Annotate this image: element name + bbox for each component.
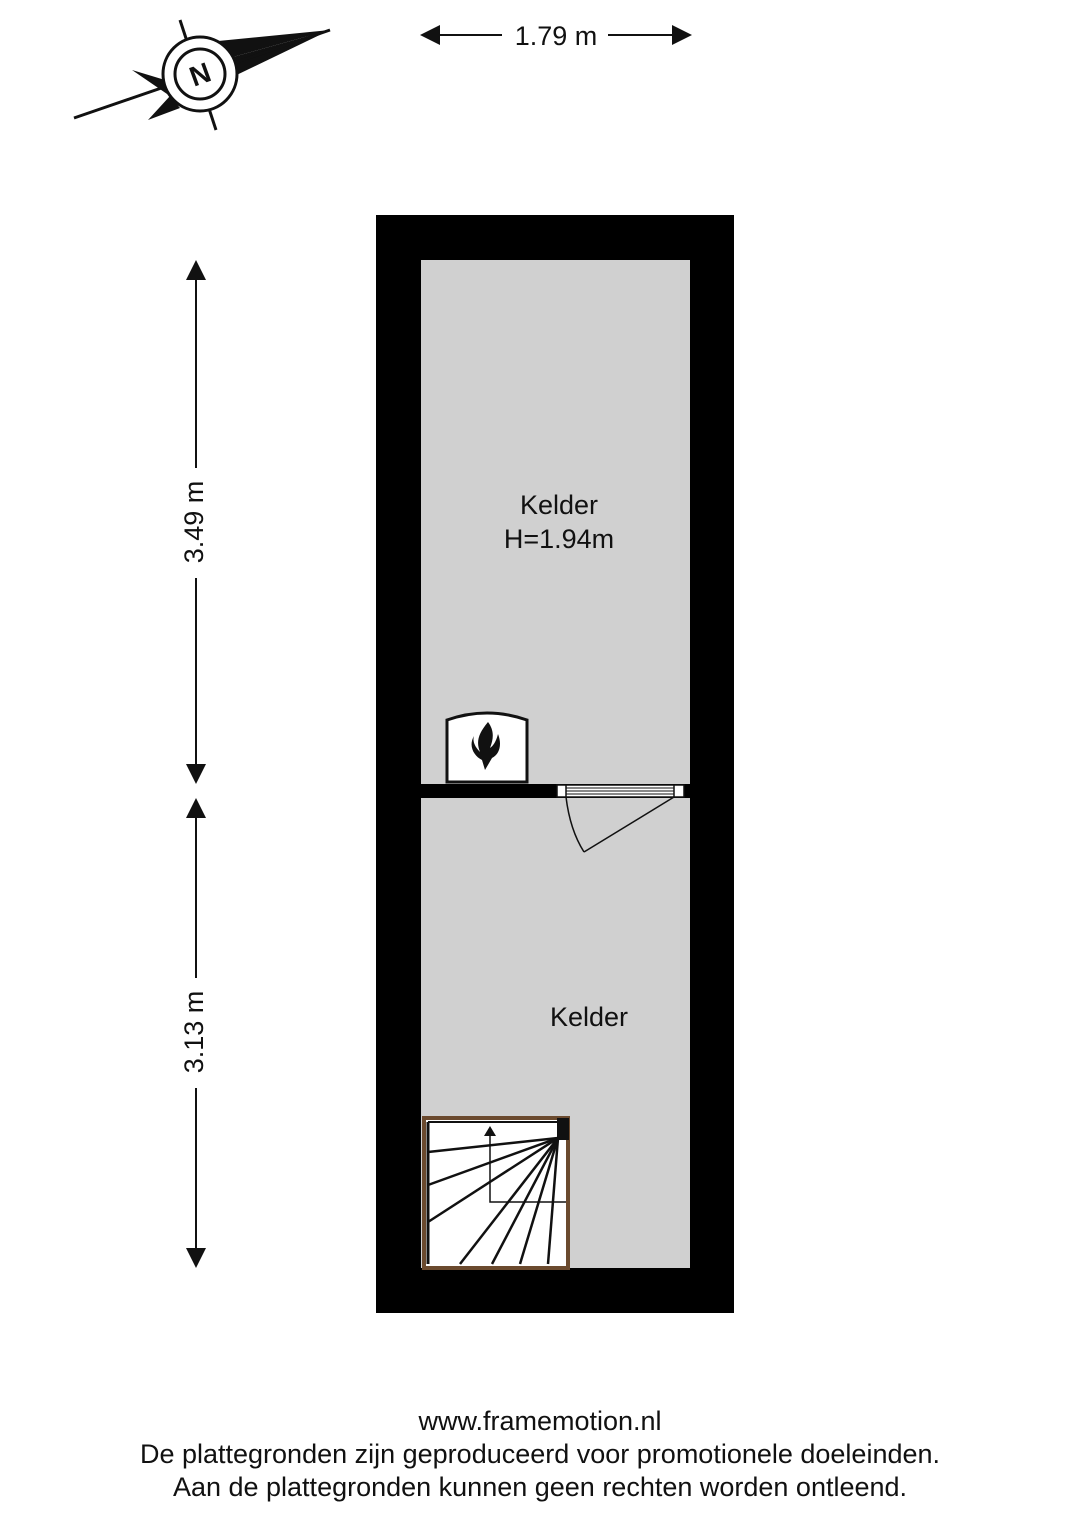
boiler-icon bbox=[445, 711, 529, 784]
footer-website: www.framemotion.nl bbox=[418, 1406, 662, 1436]
lower-height-label: 3.13 m bbox=[179, 991, 209, 1074]
upper-room-height: H=1.94m bbox=[504, 524, 614, 554]
interior-wall-end bbox=[684, 784, 690, 798]
door-icon bbox=[556, 784, 685, 853]
footer: www.framemotion.nl De plattegronden zijn… bbox=[0, 1405, 1080, 1504]
upper-height-label: 3.49 m bbox=[179, 481, 209, 564]
upper-room-name: Kelder bbox=[520, 490, 598, 520]
lower-height-dimension: 3.13 m bbox=[179, 798, 209, 1268]
interior-wall bbox=[421, 784, 557, 798]
upper-height-dimension: 3.49 m bbox=[179, 260, 209, 784]
compass-icon: N bbox=[73, 19, 331, 131]
footer-disclaimer-line2: Aan de plattegronden kunnen geen rechten… bbox=[172, 1472, 908, 1502]
lower-room-name: Kelder bbox=[550, 1002, 628, 1032]
staircase-icon bbox=[422, 1116, 570, 1270]
upper-room-floor bbox=[421, 260, 690, 784]
width-dimension: 1.79 m bbox=[420, 21, 692, 51]
width-dimension-label: 1.79 m bbox=[515, 21, 598, 51]
footer-disclaimer-line1: De plattegronden zijn geproduceerd voor … bbox=[139, 1439, 941, 1469]
